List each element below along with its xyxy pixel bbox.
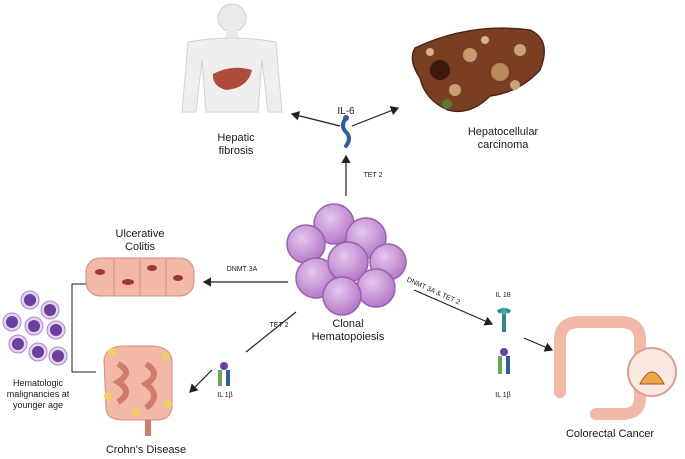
bracket-connector — [71, 283, 96, 373]
human-body-illustration — [181, 3, 283, 113]
ulcerative-colitis-label: Ulcerative Colitis — [115, 228, 165, 253]
arrow-to-il18 — [413, 289, 494, 326]
arrow-to-crohns — [189, 369, 213, 393]
crohns-intestine-illustration — [103, 345, 173, 436]
il1b-right-label: IL 1β — [495, 392, 511, 399]
clonal-cell-cluster — [286, 203, 407, 316]
cancer-liver-illustration — [411, 27, 545, 113]
colorectal-colon-illustration — [554, 316, 677, 420]
hepatic-fibrosis-label: Hepatic fibrosis — [217, 132, 255, 157]
arrow-to-hepatic-fibrosis — [290, 111, 341, 127]
arrow-to-colorectal-cancer — [523, 337, 554, 352]
crohns-disease-label: Crohn's Disease — [105, 444, 187, 456]
tet2-top-label: TET 2 — [363, 172, 383, 179]
il18-receptor-icon — [496, 308, 512, 332]
hcc-label: Hepatocellular carcinoma — [467, 126, 539, 151]
colorectal-cancer-label: Colorectal Cancer — [565, 428, 655, 440]
il1b-receptor-left-icon — [218, 362, 230, 386]
arrow-to-hcc — [351, 106, 400, 127]
dnmt3a-label: DNMT 3A — [226, 266, 258, 273]
malignant-blood-cells — [2, 290, 68, 366]
tet2-lower-label: TET 2 — [269, 322, 289, 329]
il6-receptor-icon — [341, 115, 351, 148]
il1b-receptor-right-icon — [498, 348, 510, 374]
colon-segment-illustration — [85, 257, 195, 297]
clonal-hematopoiesis-label: Clonal Hematopoiesis — [311, 318, 385, 343]
connector-to-il1b-left — [245, 311, 297, 353]
hematologic-malignancies-label: Hematologic malignancies at younger age — [6, 378, 70, 410]
il18-label: IL 18 — [495, 292, 511, 299]
il1b-left-label: IL 1β — [217, 392, 233, 399]
il6-label: IL-6 — [337, 106, 355, 117]
